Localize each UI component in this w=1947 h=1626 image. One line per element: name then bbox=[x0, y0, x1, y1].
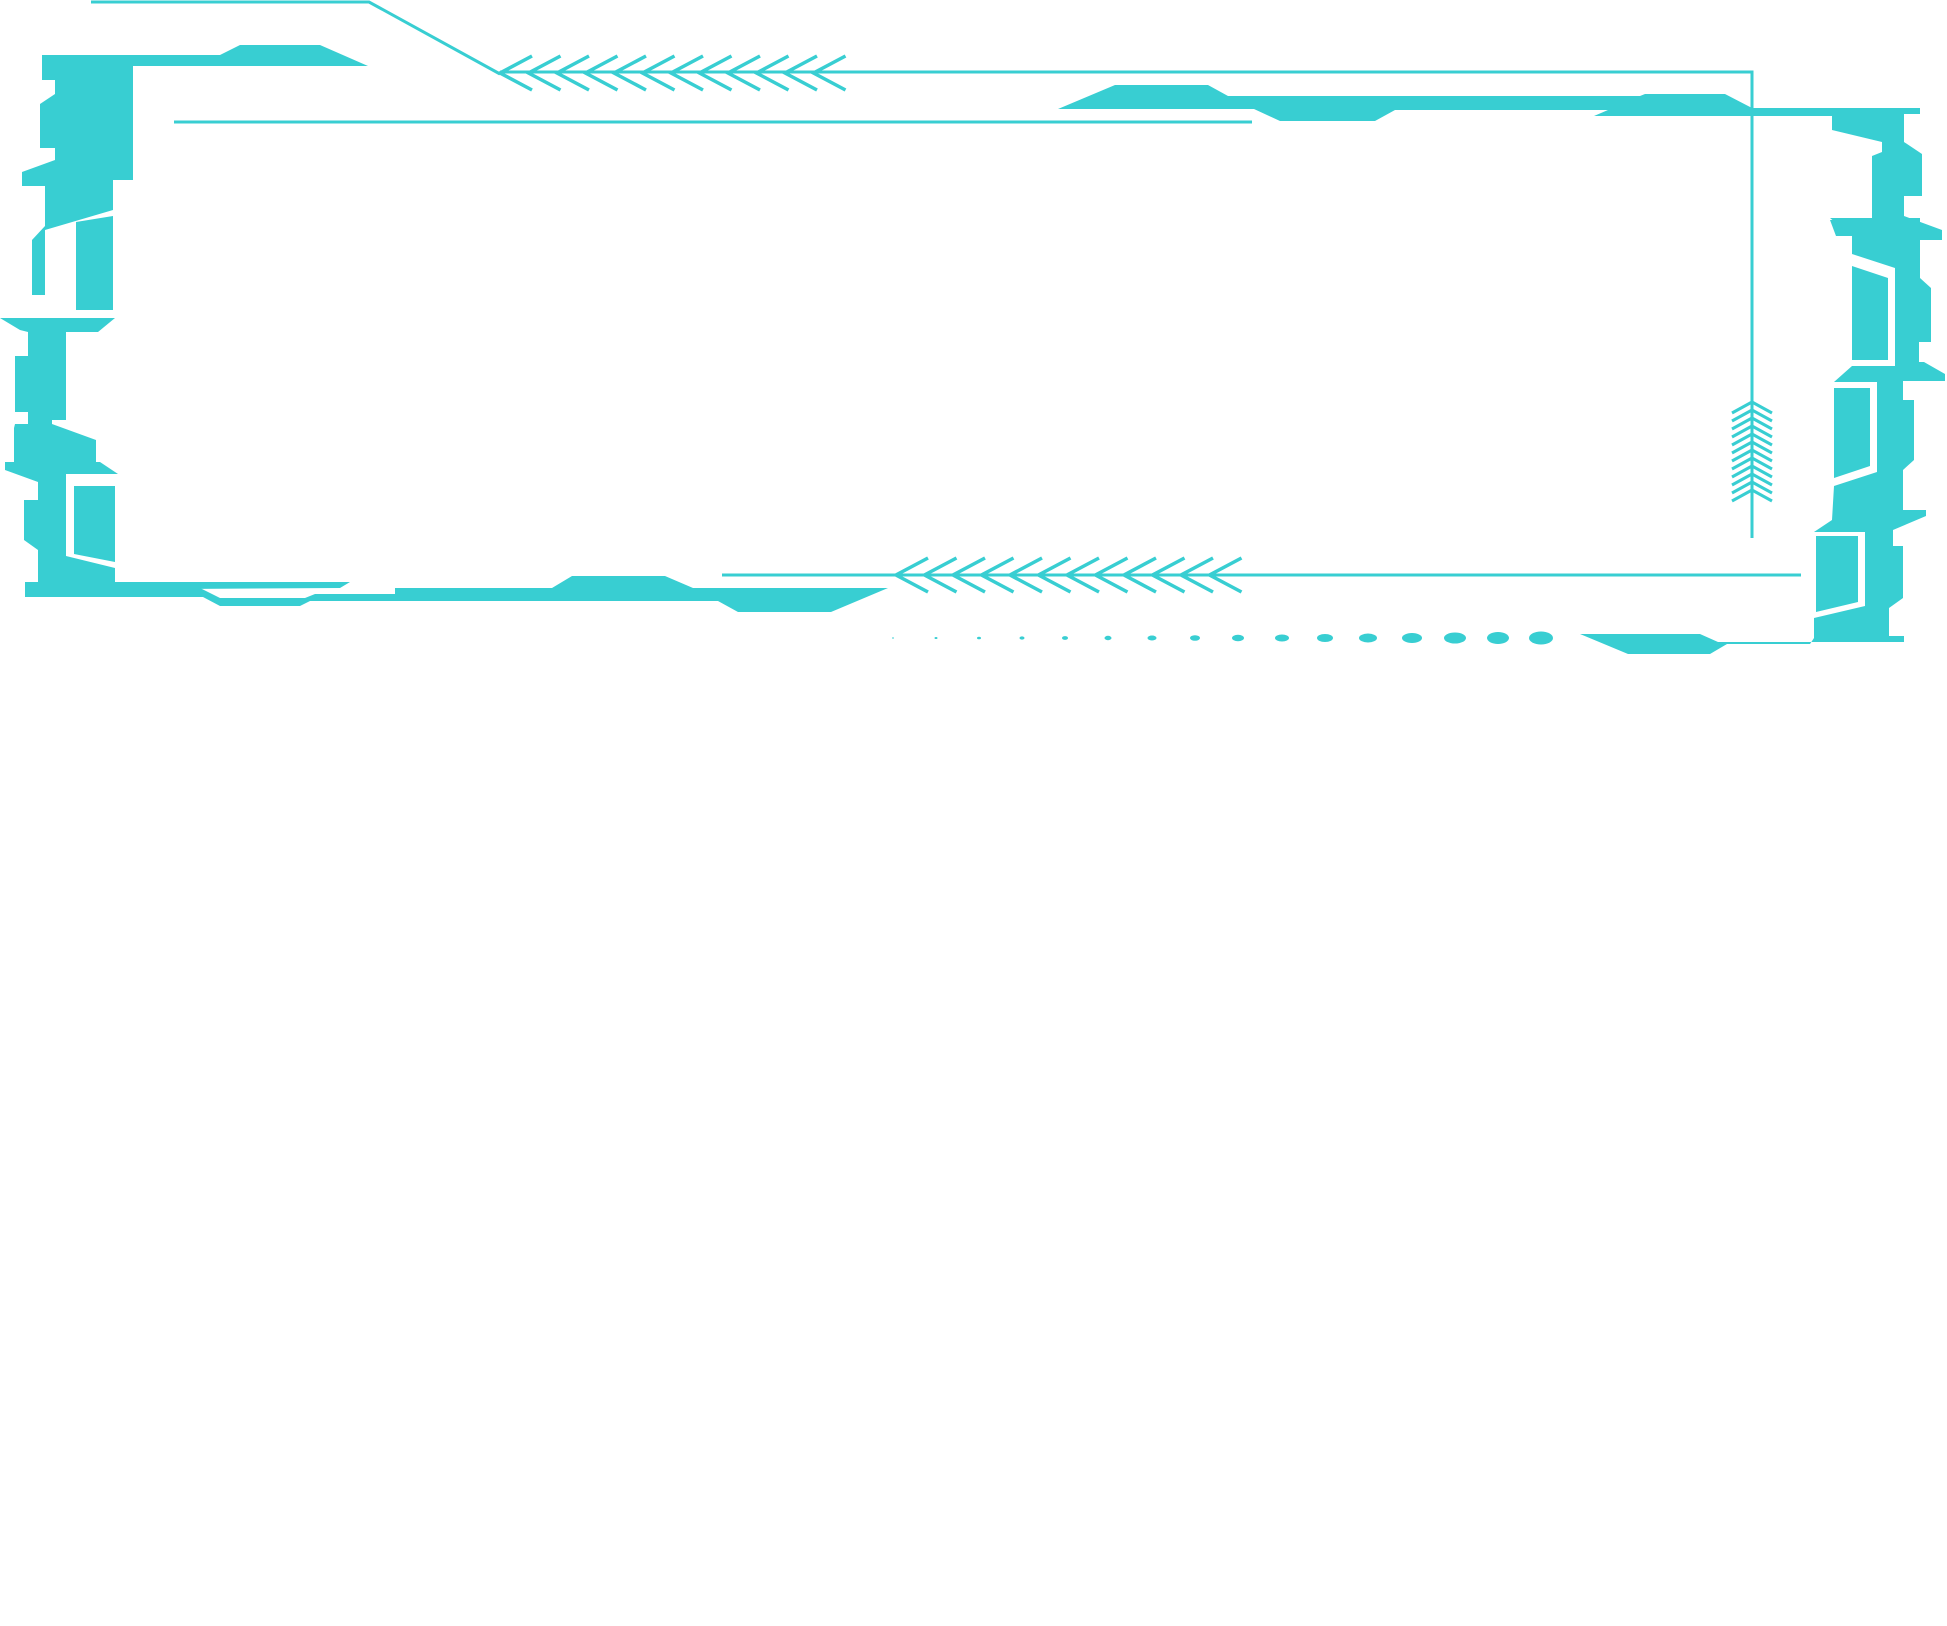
left-block-1 bbox=[22, 58, 133, 180]
chevron-icon bbox=[553, 54, 590, 92]
right-block-1 bbox=[1580, 218, 1945, 654]
chevron-icon bbox=[752, 54, 790, 92]
left-block-3 bbox=[0, 318, 115, 468]
chevron-icon bbox=[1731, 488, 1773, 503]
left-block-2 bbox=[22, 180, 113, 295]
left-block-2b bbox=[76, 216, 113, 310]
right-block-1b bbox=[1852, 266, 1888, 360]
chevron-icon bbox=[809, 54, 847, 92]
bottom-left-band bbox=[25, 576, 888, 612]
chevron-icon bbox=[1731, 400, 1773, 415]
chevron-icon bbox=[1120, 556, 1157, 594]
chevron-icon bbox=[1034, 556, 1072, 594]
chevron-icon bbox=[1006, 556, 1043, 594]
chevron-icon bbox=[1731, 432, 1773, 447]
chevron-icon bbox=[1063, 556, 1100, 594]
chevron-icon bbox=[1148, 556, 1186, 594]
chevron-icon bbox=[920, 556, 958, 594]
chevron-icon bbox=[1731, 440, 1773, 455]
chevron-icon bbox=[1177, 556, 1214, 594]
top-left-lead-line bbox=[91, 0, 501, 76]
chevron-icon bbox=[610, 54, 647, 92]
chevron-icon bbox=[977, 556, 1015, 594]
chevron-icon bbox=[524, 54, 562, 92]
chevron-icon bbox=[1731, 416, 1773, 431]
chevron-icon bbox=[1731, 424, 1773, 439]
frame-solid-pieces bbox=[0, 45, 1945, 654]
chevron-icon bbox=[695, 54, 733, 92]
chevron-icon bbox=[949, 556, 986, 594]
chevron-icon bbox=[1731, 448, 1773, 463]
top-right-band bbox=[1058, 85, 1942, 236]
chevron-icon bbox=[496, 54, 533, 92]
chevron-icon bbox=[781, 54, 818, 92]
chevron-icon bbox=[667, 54, 704, 92]
right-chevron-cluster bbox=[1731, 400, 1773, 503]
bottom-chevron-cluster bbox=[892, 556, 1243, 594]
chevron-icon bbox=[1731, 408, 1773, 423]
chevron-icon bbox=[1731, 456, 1773, 471]
chevron-icon bbox=[638, 54, 676, 92]
chevron-icon bbox=[1731, 464, 1773, 479]
left-block-4b bbox=[74, 486, 115, 562]
dot-row bbox=[892, 631, 1553, 645]
left-block-4 bbox=[5, 462, 350, 590]
chevron-icon bbox=[1091, 556, 1129, 594]
frame-outline-lines bbox=[91, 0, 1801, 577]
right-block-2b bbox=[1834, 388, 1870, 478]
chevron-icon bbox=[1731, 472, 1773, 487]
top-right-border-line bbox=[500, 70, 1754, 538]
chevron-icon bbox=[892, 556, 929, 594]
top-chevron-cluster bbox=[496, 54, 847, 92]
chevron-icon bbox=[724, 54, 761, 92]
chevron-icon bbox=[581, 54, 619, 92]
chevron-icon bbox=[1205, 556, 1243, 594]
chevron-icon bbox=[1731, 480, 1773, 495]
right-block-3b bbox=[1816, 536, 1858, 612]
